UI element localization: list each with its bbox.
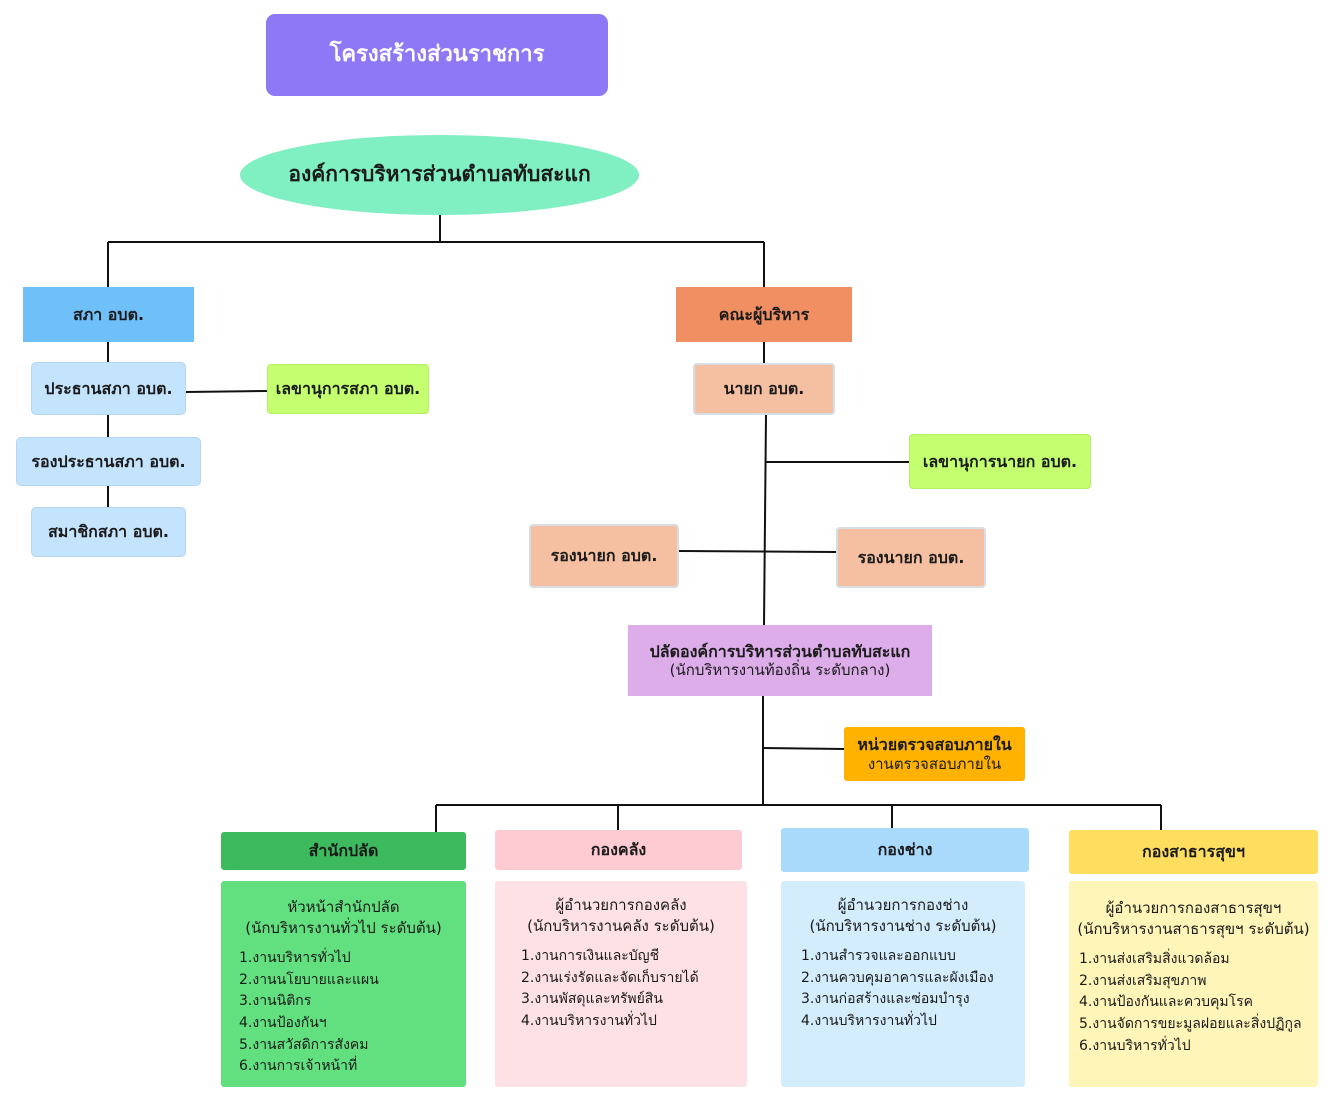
- mayor-secretary-box: เลขานุการนายก อบต.: [909, 434, 1091, 489]
- dept-engineering-head-sub: (นักบริหารงานช่าง ระดับต้น): [809, 917, 997, 935]
- list-item: 3.งานนิติกร: [239, 993, 312, 1010]
- list-item: 6.งานบริหารทั่วไป: [1079, 1037, 1191, 1054]
- dept-engineering-head: ผู้อำนวยการกองช่าง: [837, 896, 969, 914]
- dept-engineering-task-list: 1.งานสำรวจและออกแบบ 2.งานควบคุมอาคารและผ…: [781, 937, 1025, 1033]
- dept-health-task-list: 1.งานส่งเสริมสิ่งแวดล้อม 2.งานส่งเสริมสุ…: [1069, 940, 1318, 1057]
- list-item: 2.งานส่งเสริมสุขภาพ: [1079, 972, 1207, 989]
- list-item: 5.งานสวัสดิการสังคม: [239, 1036, 369, 1053]
- dept-finance-head-sub: (นักบริหารงานคลัง ระดับต้น): [527, 917, 715, 935]
- dept-office-head-sub: (นักบริหารงานทั่วไป ระดับต้น): [245, 919, 442, 937]
- dept-health-header: กองสาธารสุขฯ: [1069, 830, 1318, 874]
- org-name-ellipse: องค์การบริหารส่วนตำบลทับสะแก: [240, 135, 639, 215]
- council-chair-box: ประธานสภา อบต.: [31, 362, 186, 415]
- list-item: 3.งานพัสดุและทรัพย์สิน: [521, 991, 663, 1008]
- dept-health-head: ผู้อำนวยการกองสาธารสุขฯ: [1105, 899, 1282, 917]
- list-item: 2.งานเร่งรัดและจัดเก็บรายได้: [521, 969, 699, 986]
- list-item: 2.งานควบคุมอาคารและผังเมือง: [801, 969, 994, 986]
- council-secretary-box: เลขานุการสภา อบต.: [267, 364, 429, 414]
- internal-audit-box: หน่วยตรวจสอบภายใน งานตรวจสอบภายใน: [844, 727, 1025, 781]
- council-vice-chair-box: รองประธานสภา อบต.: [16, 437, 201, 486]
- list-item: 4.งานบริหารงานทั่วไป: [521, 1013, 657, 1030]
- executive-header: คณะผู้บริหาร: [676, 287, 852, 342]
- list-item: 2.งานนโยบายและแผน: [239, 971, 379, 988]
- dept-finance-head: ผู้อำนวยการกองคลัง: [555, 896, 687, 914]
- council-header: สภา อบต.: [23, 287, 194, 342]
- dept-office-detail: หัวหน้าสำนักปลัด (นักบริหารงานทั่วไป ระด…: [221, 881, 466, 1087]
- council-members-box: สมาชิกสภา อบต.: [31, 507, 186, 557]
- list-item: 4.งานป้องกันฯ: [239, 1015, 327, 1032]
- clerk-title: ปลัดองค์การบริหารส่วนตำบลทับสะแก: [649, 641, 911, 661]
- list-item: 3.งานก่อสร้างและซ่อมบำรุง: [801, 991, 970, 1008]
- dept-finance-task-list: 1.งานการเงินและบัญชี 2.งานเร่งรัดและจัดเ…: [495, 937, 747, 1033]
- clerk-subtitle: (นักบริหารงานท้องถิ่น ระดับกลาง): [669, 661, 891, 680]
- dept-office-head: หัวหน้าสำนักปลัด: [287, 898, 400, 916]
- list-item: 1.งานสำรวจและออกแบบ: [801, 948, 956, 964]
- list-item: 4.งานบริหารงานทั่วไป: [801, 1013, 937, 1030]
- deputy-mayor-left-box: รองนายก อบต.: [529, 524, 679, 588]
- clerk-box: ปลัดองค์การบริหารส่วนตำบลทับสะแก (นักบริ…: [628, 625, 932, 696]
- dept-office-header: สำนักปลัด: [221, 832, 466, 870]
- page-title: โครงสร้างส่วนราชการ: [266, 14, 608, 96]
- deputy-mayor-right-box: รองนายก อบต.: [836, 527, 986, 588]
- list-item: 1.งานการเงินและบัญชี: [521, 948, 660, 964]
- internal-audit-title: หน่วยตรวจสอบภายใน: [857, 735, 1012, 755]
- mayor-box: นายก อบต.: [693, 363, 835, 415]
- internal-audit-subtitle: งานตรวจสอบภายใน: [867, 754, 1002, 773]
- list-item: 4.งานป้องกันและควบคุมโรค: [1079, 994, 1254, 1011]
- list-item: 1.งานส่งเสริมสิ่งแวดล้อม: [1079, 951, 1230, 967]
- dept-office-task-list: 1.งานบริหารทั่วไป 2.งานนโยบายและแผน 3.งา…: [221, 939, 466, 1078]
- dept-health-head-sub: (นักบริหารงานสาธารสุขฯ ระดับต้น): [1077, 920, 1310, 938]
- dept-finance-detail: ผู้อำนวยการกองคลัง (นักบริหารงานคลัง ระด…: [495, 881, 747, 1087]
- list-item: 1.งานบริหารทั่วไป: [239, 950, 351, 966]
- list-item: 5.งานจัดการขยะมูลฝอยและสิ่งปฏิกูล: [1079, 1016, 1302, 1033]
- dept-health-detail: ผู้อำนวยการกองสาธารสุขฯ (นักบริหารงานสาธ…: [1069, 881, 1318, 1087]
- list-item: 6.งานการเจ้าหน้าที่: [239, 1058, 358, 1075]
- dept-finance-header: กองคลัง: [495, 830, 742, 870]
- dept-engineering-detail: ผู้อำนวยการกองช่าง (นักบริหารงานช่าง ระด…: [781, 881, 1025, 1087]
- dept-engineering-header: กองช่าง: [781, 828, 1029, 872]
